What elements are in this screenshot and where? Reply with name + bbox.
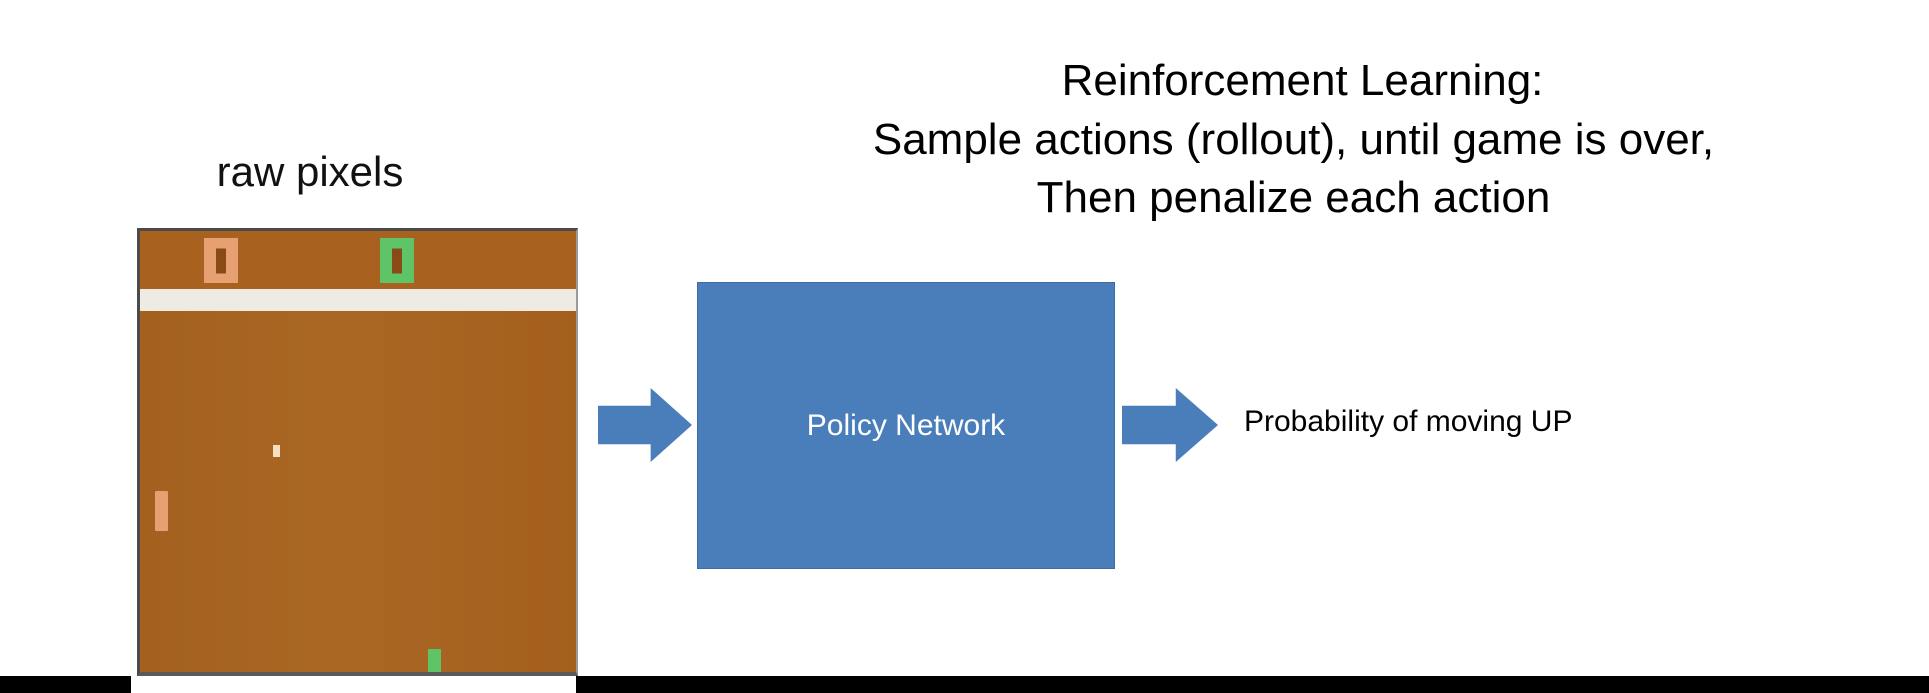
output-arrow-icon — [1122, 388, 1218, 462]
score-left-player — [204, 238, 238, 283]
footer-bar-right — [576, 676, 1929, 693]
headline-line-3: Then penalize each action — [1036, 173, 1551, 223]
policy-network-box: Policy Network — [697, 282, 1115, 569]
score-left-digit-hole — [216, 248, 226, 273]
headline-line-1: Reinforcement Learning: — [1061, 56, 1544, 105]
game-ball — [273, 445, 280, 457]
paddle-left — [155, 491, 168, 531]
paddle-right — [428, 649, 441, 672]
headline-line-2: Sample actions (rollout), until game is … — [872, 114, 1715, 164]
game-divider-bar — [140, 289, 576, 311]
input-arrow-icon — [598, 388, 692, 462]
game-score-band — [140, 231, 576, 289]
output-probability-label: Probability of moving UP — [1244, 405, 1573, 438]
game-play-field — [140, 311, 576, 672]
raw-pixels-caption: raw pixels — [216, 148, 404, 195]
score-right-digit-hole — [392, 248, 402, 273]
score-right-player — [380, 238, 414, 283]
policy-network-label: Policy Network — [806, 408, 1006, 442]
footer-bar-left — [0, 676, 131, 693]
headline-text: Reinforcement Learning: Sample actions (… — [676, 52, 1929, 228]
pong-game-screen — [137, 228, 578, 676]
